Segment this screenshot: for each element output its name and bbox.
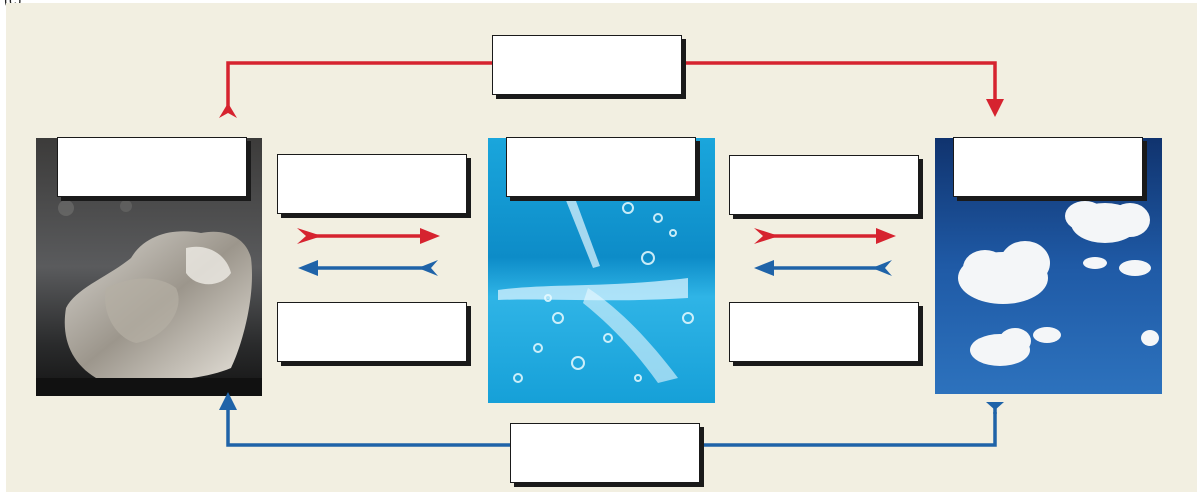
right-lower-label-box[interactable] [729, 302, 919, 362]
ice-label-box[interactable] [57, 137, 247, 197]
water-label-box[interactable] [506, 137, 696, 197]
left-red-arrow [297, 228, 440, 244]
left-upper-label-box[interactable] [277, 154, 467, 214]
right-red-arrow [754, 228, 896, 244]
sky-label-box[interactable] [953, 137, 1143, 197]
bottom-label-box[interactable] [510, 423, 700, 483]
right-blue-arrow [754, 260, 892, 276]
left-lower-label-box[interactable] [277, 302, 467, 362]
left-blue-arrow [298, 260, 438, 276]
right-upper-label-box[interactable] [729, 155, 919, 215]
top-label-box[interactable] [492, 35, 682, 95]
